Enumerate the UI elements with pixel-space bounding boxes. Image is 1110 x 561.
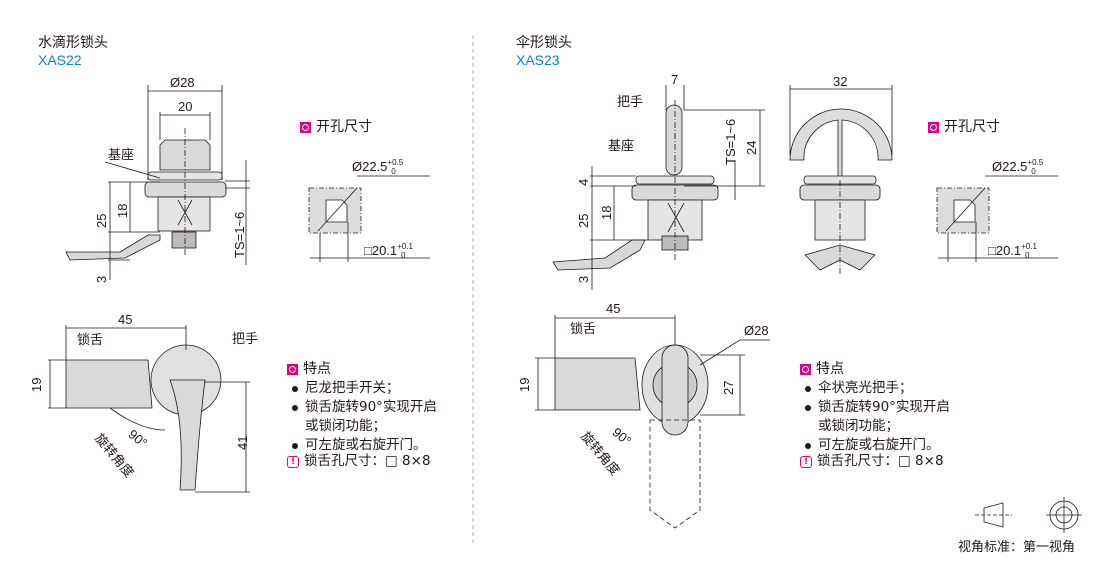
dim-45: 45	[606, 301, 621, 316]
dia-tol-lower: 0	[1031, 167, 1036, 176]
sq-tol-lower: 0	[400, 251, 406, 260]
label-tongue: 锁舌	[570, 322, 597, 337]
features-heading-text: 特点	[303, 361, 331, 377]
warning-icon: !	[287, 455, 299, 468]
label-handle: 把手	[232, 332, 259, 347]
label-base: 基座	[608, 139, 635, 154]
feature-item: 可左旋或右旋开门。	[287, 436, 437, 455]
sq-tol-upper: +0.1	[397, 242, 413, 251]
features-block: 特点 伞状亮光把手； 锁舌旋转90°实现开启 或锁闭功能； 可左旋或右旋开门。 …	[800, 362, 950, 469]
cutout-heading: 开孔尺寸	[300, 120, 372, 134]
cutout-heading-text: 开孔尺寸	[944, 119, 1000, 135]
sq-tol-lower: 0	[1024, 251, 1030, 260]
xas22-model: XAS22	[38, 52, 82, 68]
dia-tol-lower: 0	[391, 167, 396, 176]
dia-value: Ø22.5	[992, 159, 1028, 174]
xas23-side-view	[552, 85, 765, 290]
note-text: 锁舌孔尺寸：□ 8×8	[817, 453, 944, 469]
xas23-cutout-drawing	[936, 175, 1058, 262]
xas23-front-view	[789, 85, 893, 275]
note-text: 锁舌孔尺寸：□ 8×8	[304, 453, 431, 469]
dim-32: 32	[833, 74, 848, 89]
label-tongue: 锁舌	[77, 333, 104, 348]
features-note: ! 锁舌孔尺寸：□ 8×8	[287, 453, 437, 469]
label-base: 基座	[108, 148, 135, 163]
projection-label: 视角标准：第一视角	[958, 540, 1076, 555]
label-handle: 把手	[617, 95, 644, 110]
cutout-square: □20.1+0.10	[364, 242, 417, 260]
dim-4: 4	[576, 178, 591, 186]
xas22-side-view	[65, 85, 250, 280]
dim-27: 27	[721, 380, 736, 395]
cutout-heading: 开孔尺寸	[928, 120, 1000, 134]
circle-square-icon	[800, 363, 811, 375]
xas22-cutout-drawing	[308, 175, 430, 262]
dim-41: 41	[235, 435, 250, 450]
dim-25: 25	[94, 213, 109, 228]
dia-value: Ø22.5	[352, 159, 388, 174]
cutout-diameter: Ø22.5+0.50	[352, 158, 408, 176]
dim-25: 25	[576, 213, 591, 228]
dim-3: 3	[94, 275, 109, 283]
xas22-top-view	[48, 325, 250, 493]
feature-item: 锁舌旋转90°实现开启	[287, 398, 437, 417]
square-value: □20.1	[364, 243, 398, 258]
dim-d28: Ø28	[170, 75, 195, 90]
dim-18: 18	[115, 203, 130, 218]
feature-item: 可左旋或右旋开门。	[800, 436, 950, 455]
warning-icon: !	[800, 455, 812, 468]
cutout-heading-text: 开孔尺寸	[316, 119, 372, 135]
circle-square-icon	[300, 121, 311, 133]
feature-item: 或锁闭功能；	[818, 418, 899, 434]
dim-45: 45	[118, 312, 133, 327]
circle-square-icon	[928, 121, 939, 133]
features-note: ! 锁舌孔尺寸：□ 8×8	[800, 453, 950, 469]
dim-20: 20	[178, 99, 193, 114]
cutout-square: □20.1+0.10	[988, 242, 1041, 260]
dim-d28: Ø28	[744, 323, 769, 338]
feature-item: 锁舌旋转90°实现开启	[800, 398, 950, 417]
dim-ts: TS=1~6	[232, 211, 247, 258]
dim-19: 19	[29, 377, 44, 392]
dia-tol-upper: +0.5	[1027, 158, 1044, 167]
square-value: □20.1	[988, 243, 1022, 258]
first-angle-projection-symbol	[975, 497, 1082, 533]
xas23-model: XAS23	[516, 52, 560, 68]
feature-item: 或锁闭功能；	[305, 418, 386, 434]
dim-19: 19	[517, 377, 532, 392]
dim-7: 7	[671, 72, 679, 87]
cutout-diameter: Ø22.5+0.50	[992, 158, 1048, 176]
dim-24: 24	[744, 140, 759, 155]
dim-3: 3	[576, 275, 591, 283]
features-heading: 特点	[800, 362, 950, 376]
circle-square-icon	[287, 363, 298, 375]
features-heading-text: 特点	[816, 361, 844, 377]
features-block: 特点 尼龙把手开关； 锁舌旋转90°实现开启 或锁闭功能； 可左旋或右旋开门。 …	[287, 362, 437, 469]
xas23-top-view	[535, 315, 770, 529]
dim-18: 18	[599, 205, 614, 220]
feature-item: 尼龙把手开关；	[287, 379, 437, 398]
sq-tol-upper: +0.1	[1021, 242, 1037, 251]
xas22-title: 水滴形锁头	[38, 35, 108, 51]
xas23-title: 伞形锁头	[516, 35, 572, 51]
dim-ts: TS=1~6	[723, 118, 738, 165]
features-heading: 特点	[287, 362, 437, 376]
feature-item: 伞状亮光把手；	[800, 379, 950, 398]
dia-tol-upper: +0.5	[387, 158, 404, 167]
